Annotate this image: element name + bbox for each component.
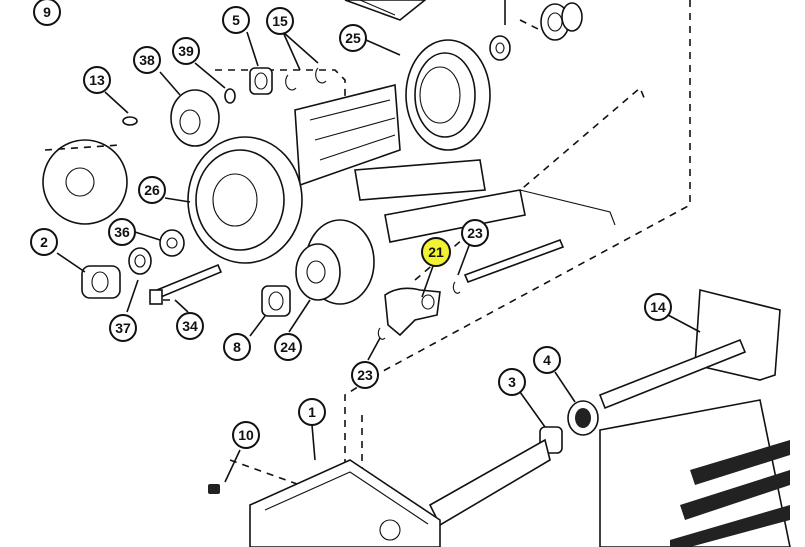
svg-text:1: 1 <box>308 404 316 420</box>
snap-rings-15 <box>285 67 327 91</box>
top-housing-fragment <box>344 0 427 21</box>
callout-8: 8 <box>223 333 251 361</box>
svg-text:39: 39 <box>178 43 194 59</box>
shaft-flange-14 <box>598 288 781 410</box>
shift-fork-21 <box>384 287 441 337</box>
washer-36 <box>159 229 185 257</box>
svg-text:3: 3 <box>508 374 516 390</box>
svg-text:34: 34 <box>182 318 198 334</box>
svg-text:5: 5 <box>232 12 240 28</box>
washer-top <box>489 35 511 61</box>
svg-text:37: 37 <box>115 320 131 336</box>
cluster-gear-shaft <box>294 83 486 201</box>
leader-lines <box>56 0 701 483</box>
callout-23-top: 23 <box>461 219 489 247</box>
housing-1 <box>249 459 441 547</box>
callout-34: 34 <box>176 312 204 340</box>
bearing-4 <box>567 400 599 436</box>
svg-text:38: 38 <box>139 52 155 68</box>
svg-text:23: 23 <box>467 225 483 241</box>
svg-text:36: 36 <box>114 224 130 240</box>
svg-text:4: 4 <box>543 352 551 368</box>
gear-38 <box>170 89 220 147</box>
gear-25 <box>405 39 491 151</box>
callout-25: 25 <box>339 24 367 52</box>
svg-text:21: 21 <box>428 244 444 260</box>
svg-text:8: 8 <box>233 339 241 355</box>
gear-24 <box>295 219 375 305</box>
motor-housing <box>599 399 791 547</box>
callout-3: 3 <box>498 368 526 396</box>
snap-rings-23 <box>377 281 461 340</box>
callout-13: 13 <box>83 66 111 94</box>
bearing-8 <box>261 285 291 317</box>
bushing-2 <box>81 265 121 299</box>
svg-text:13: 13 <box>89 72 105 88</box>
svg-text:9: 9 <box>43 4 51 20</box>
svg-text:14: 14 <box>650 299 666 315</box>
callouts: 9 5 15 25 13 38 39 26 2 36 37 34 8 24 21… <box>30 0 672 449</box>
callout-36: 36 <box>108 218 136 246</box>
callout-4: 4 <box>533 346 561 374</box>
svg-text:2: 2 <box>40 234 48 250</box>
shift-rod <box>463 238 565 284</box>
callout-24: 24 <box>274 333 302 361</box>
callout-14: 14 <box>644 293 672 321</box>
gear-26 <box>187 136 303 264</box>
svg-text:15: 15 <box>272 13 288 29</box>
output-shaft <box>428 438 551 527</box>
pulley-left <box>42 139 128 225</box>
callout-2: 2 <box>30 228 58 256</box>
svg-text:25: 25 <box>345 30 361 46</box>
key-13 <box>122 116 138 126</box>
set-screw-10 <box>208 484 220 494</box>
svg-text:26: 26 <box>144 182 160 198</box>
bushing-top-right <box>540 2 583 41</box>
bearing-5 <box>249 67 273 95</box>
callout-9: 9 <box>33 0 61 26</box>
bolt-34 <box>149 263 223 305</box>
ring-39 <box>224 88 236 104</box>
callout-5: 5 <box>222 6 250 34</box>
svg-text:10: 10 <box>238 427 254 443</box>
callout-21-highlighted: 21 <box>421 237 451 298</box>
callout-39: 39 <box>172 37 200 65</box>
callout-26: 26 <box>138 176 166 204</box>
callout-23-bottom: 23 <box>351 361 379 389</box>
callout-10: 10 <box>232 421 260 449</box>
svg-text:23: 23 <box>357 367 373 383</box>
callout-1: 1 <box>298 398 326 426</box>
svg-text:24: 24 <box>280 339 296 355</box>
callout-38: 38 <box>133 46 161 74</box>
splined-shaft <box>384 189 616 243</box>
callout-15: 15 <box>266 7 294 35</box>
callout-37: 37 <box>109 314 137 342</box>
washer-37 <box>128 247 152 275</box>
